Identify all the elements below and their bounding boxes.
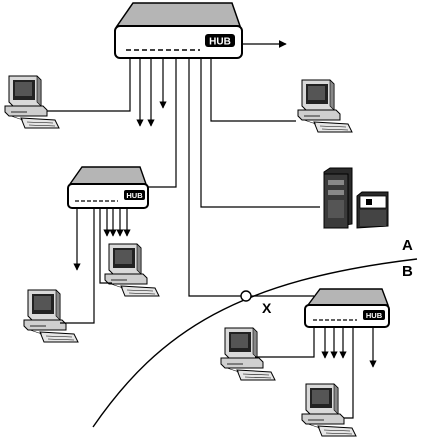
second-hub-cables xyxy=(60,208,112,324)
main-hub-ports xyxy=(136,58,167,127)
second-hub: HUB xyxy=(67,166,149,209)
workstation-icon xyxy=(220,327,276,381)
workstation-icon xyxy=(23,289,79,343)
workstation-icon xyxy=(297,79,353,133)
main-hub-label: HUB xyxy=(209,37,231,48)
main-hub-cables xyxy=(47,58,320,297)
region-boundary xyxy=(92,258,418,428)
workstation-icon xyxy=(4,75,60,129)
region-b-label: B xyxy=(402,263,413,280)
workstation-icon xyxy=(301,383,357,437)
crossing-label: X xyxy=(262,300,272,316)
main-hub: HUB xyxy=(114,2,243,59)
server-icon xyxy=(323,167,389,229)
third-hub-badge xyxy=(363,310,385,320)
second-hub-badge xyxy=(124,190,145,200)
third-hub: HUB xyxy=(304,288,390,328)
second-hub-ports xyxy=(73,208,131,271)
third-hub-cables xyxy=(255,327,354,419)
workstation-icon xyxy=(104,243,160,297)
third-hub-ports xyxy=(321,327,377,368)
second-hub-label: HUB xyxy=(126,191,143,200)
main-hub-badge xyxy=(205,34,235,47)
crossing-point xyxy=(240,290,252,302)
region-a-label: A xyxy=(402,237,413,254)
third-hub-label: HUB xyxy=(366,311,383,320)
